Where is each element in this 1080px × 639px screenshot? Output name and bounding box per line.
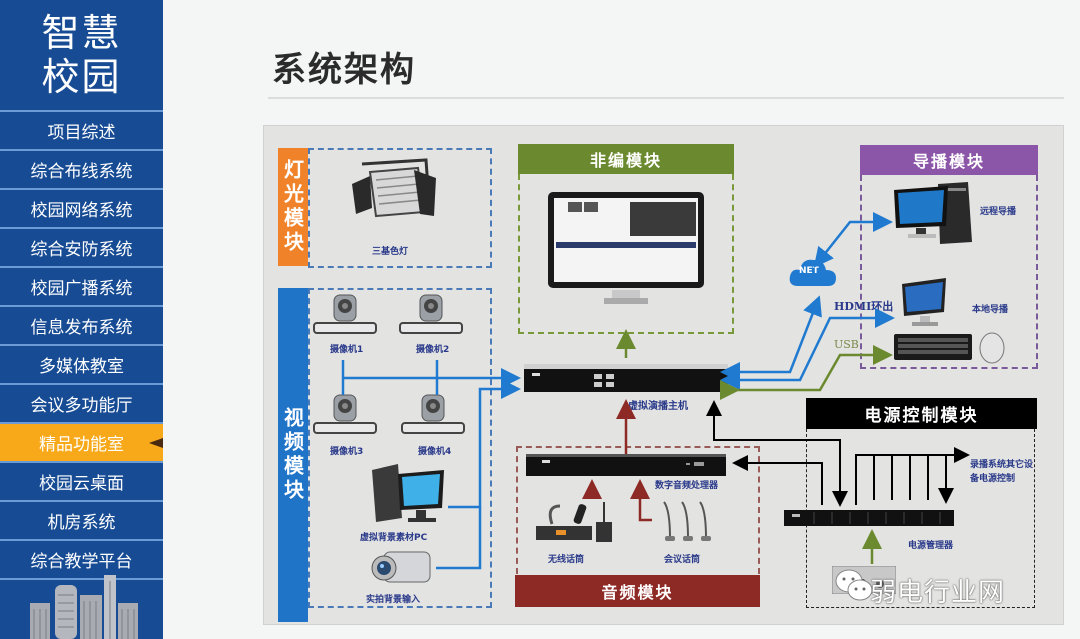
remote-director-pc-icon (894, 182, 972, 244)
digital-audio-processor-icon (526, 454, 726, 476)
city-skyline-icon (30, 575, 138, 639)
sidebar-item-cloud-desktop[interactable]: 校园云桌面 (0, 463, 163, 502)
device-label-wireless-mic: 无线话筒 (548, 555, 585, 565)
network-cloud-label: NET (799, 266, 819, 276)
virtual-studio-host-icon (524, 364, 728, 392)
device-label-camera-1: 摄像机1 (330, 345, 364, 355)
brand-line-1: 智慧 (41, 11, 122, 55)
hdmi-loop-label: HDMI环出 (834, 300, 894, 313)
device-label-live-bg-input: 实拍背景输入 (366, 595, 421, 605)
watermark-text: 弱电行业网 (870, 578, 1006, 608)
device-label-camera-3: 摄像机3 (330, 447, 364, 457)
wireless-mic-icon (536, 502, 612, 542)
ptz-camera-4-icon (401, 394, 465, 434)
audio-module-header: 音频模块 (515, 575, 760, 607)
sidebar-item-teaching-platform[interactable]: 综合教学平台 (0, 541, 163, 580)
sidebar-item-info-release[interactable]: 信息发布系统 (0, 307, 163, 346)
directing-module-box (860, 175, 1038, 369)
local-director-monitor-icon (902, 278, 946, 326)
sidebar-item-security[interactable]: 综合安防系统 (0, 229, 163, 268)
ptz-camera-2-icon (399, 294, 463, 334)
sidebar-item-overview[interactable]: 项目综述 (0, 112, 163, 151)
brand-line-2: 校园 (41, 55, 122, 99)
ptz-camera-1-icon (313, 294, 377, 334)
sidebar-item-conference-hall[interactable]: 会议多功能厅 (0, 385, 163, 424)
sidebar: 智慧 校园 项目综述 综合布线系统 校园网络系统 综合安防系统 校园广播系统 信… (0, 0, 163, 639)
device-label-camera-4: 摄像机4 (418, 447, 452, 457)
sidebar-item-cabling[interactable]: 综合布线系统 (0, 151, 163, 190)
device-label-power-manager: 电源管理器 (908, 541, 954, 551)
ptz-camera-3-icon (313, 394, 377, 434)
sidebar-item-computer-room[interactable]: 机房系统 (0, 502, 163, 541)
tri-color-light-icon (352, 158, 436, 218)
desktop-pc-icon (372, 464, 444, 522)
device-label-virtual-bg-pc: 虚拟背景素材PC (360, 533, 428, 543)
directing-module-header: 导播模块 (860, 145, 1038, 175)
video-module-header: 视频模块 (278, 288, 308, 622)
device-label-local-director: 本地导播 (972, 305, 1009, 315)
conference-mic-icon (663, 501, 711, 541)
usb-label: USB (834, 338, 859, 351)
device-label-camera-2: 摄像机2 (416, 345, 450, 355)
host-label: 虚拟演播主机 (628, 401, 688, 412)
sidebar-item-multimedia-classroom[interactable]: 多媒体教室 (0, 346, 163, 385)
sidebar-item-broadcast[interactable]: 校园广播系统 (0, 268, 163, 307)
lighting-module-box (308, 148, 492, 268)
page-title: 系统架构 (272, 50, 416, 90)
lighting-module-header: 灯光模块 (278, 148, 308, 266)
device-label-tri-color-light: 三基色灯 (372, 247, 409, 257)
sidebar-item-premium-room[interactable]: 精品功能室 (0, 424, 163, 463)
camcorder-icon (371, 551, 431, 583)
brand-logo: 智慧 校园 (0, 0, 163, 112)
wechat-icon (835, 569, 873, 601)
device-label-audio-processor: 数字音频处理器 (655, 481, 719, 491)
device-label-other-power-control: 录播系统其它设备电源控制 (970, 460, 1034, 484)
device-label-remote-director: 远程导播 (980, 207, 1017, 217)
editing-monitor-icon (548, 192, 704, 304)
audio-module-box (516, 446, 760, 574)
device-label-conference-mic: 会议话筒 (664, 555, 701, 565)
power-module-header: 电源控制模块 (806, 398, 1037, 429)
title-divider (268, 97, 1064, 99)
sidebar-item-network[interactable]: 校园网络系统 (0, 190, 163, 229)
power-manager-icon (784, 510, 954, 526)
editing-module-header: 非编模块 (518, 144, 734, 174)
keyboard-mouse-icon (894, 332, 1005, 364)
